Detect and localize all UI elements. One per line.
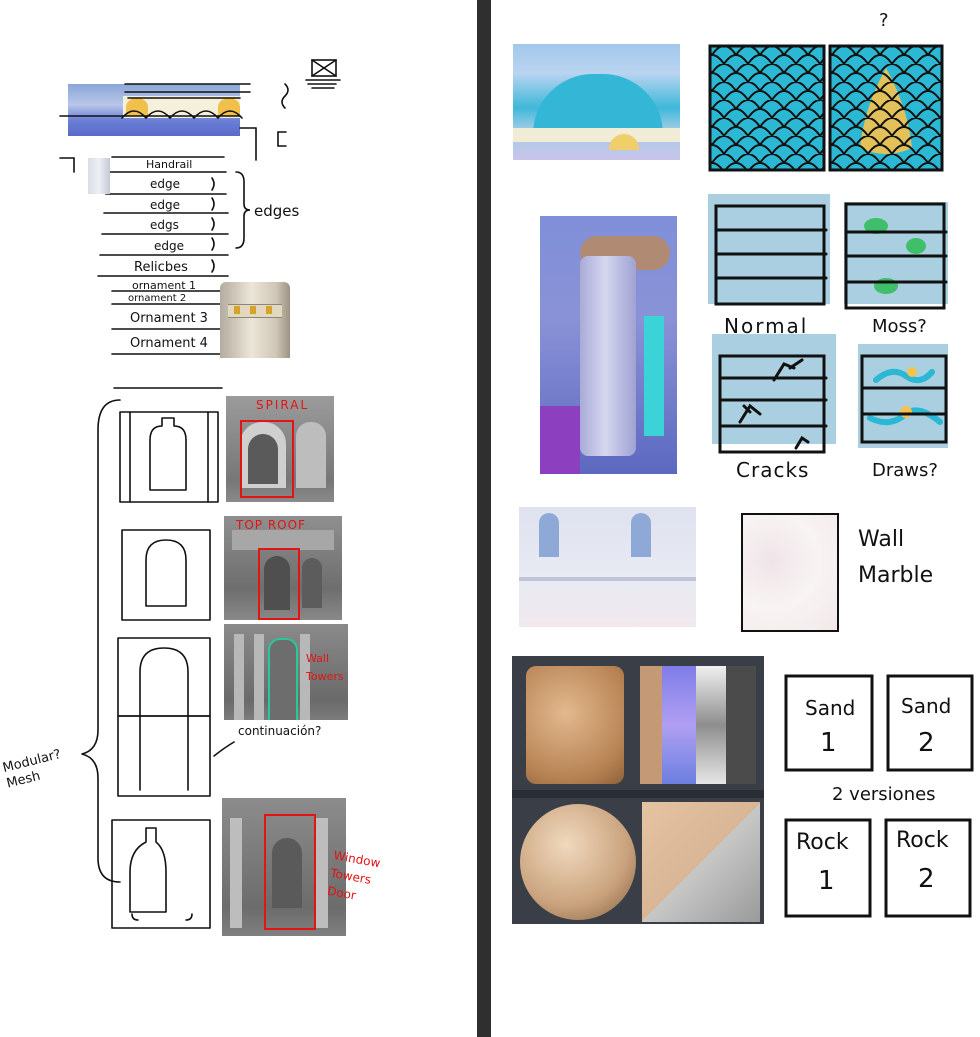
sand-2-number: 2 xyxy=(918,728,935,758)
ornament-column-photo xyxy=(220,282,290,358)
scale-tiles xyxy=(708,44,944,172)
versions-label: 2 versiones xyxy=(832,784,936,805)
cornice-sketch xyxy=(59,59,341,355)
rock-2-word: Rock xyxy=(896,828,949,853)
wall-marble-label: Wall Marble xyxy=(858,527,934,588)
render-top-roof xyxy=(224,516,342,620)
marble-swatch xyxy=(741,513,839,632)
continuation-label: continuación? xyxy=(238,724,322,738)
layer-label-ornament-1: ornament 1 xyxy=(132,279,197,292)
scale-question-mark: ? xyxy=(879,10,889,31)
wall-photo xyxy=(519,507,696,627)
pillar-photo xyxy=(540,216,677,474)
layer-label-edge-1: edge xyxy=(150,177,180,191)
layer-label-edge-4: edge xyxy=(154,239,184,253)
layer-label-ornament-3: Ornament 3 xyxy=(130,311,208,326)
render-label-top-roof: TOP ROOF xyxy=(236,518,306,532)
tile-label-moss: Moss? xyxy=(872,316,927,337)
sand-2-word: Sand xyxy=(901,694,952,718)
tile-label-draws: Draws? xyxy=(872,460,938,481)
panel-divider xyxy=(477,0,491,1037)
layer-label-ornament-2: ornament 2 xyxy=(128,293,187,304)
layer-label-ornament-4: Ornament 4 xyxy=(130,336,208,351)
layer-label-edge-3: edgs xyxy=(150,218,179,232)
tile-label-normal: Normal xyxy=(724,314,809,338)
wall-tiles xyxy=(708,194,948,454)
render-spiral xyxy=(226,396,334,502)
modular-sketches xyxy=(81,387,235,929)
render-wall-towers xyxy=(224,624,348,720)
rock-2-number: 2 xyxy=(918,864,935,894)
sand-rock-reference xyxy=(512,656,764,924)
sand-1-number: 1 xyxy=(820,728,837,758)
render-label-spiral: SPIRAL xyxy=(256,398,310,412)
layer-label-relicbes: Relicbes xyxy=(134,260,188,275)
block-photo xyxy=(88,158,110,194)
layer-label-handrail: Handrail xyxy=(146,158,193,171)
dome-photo xyxy=(513,44,680,160)
rock-1-word: Rock xyxy=(796,830,849,855)
layer-label-edge-2: edge xyxy=(150,198,180,212)
render-window-towers-door xyxy=(222,798,346,936)
edges-label: edges xyxy=(254,202,300,220)
sand-rock-tiles xyxy=(784,674,974,918)
rock-1-number: 1 xyxy=(818,866,835,896)
sand-1-word: Sand xyxy=(805,696,856,720)
tile-label-cracks: Cracks xyxy=(736,458,810,482)
render-label-wall-towers: Wall Towers xyxy=(306,652,344,683)
